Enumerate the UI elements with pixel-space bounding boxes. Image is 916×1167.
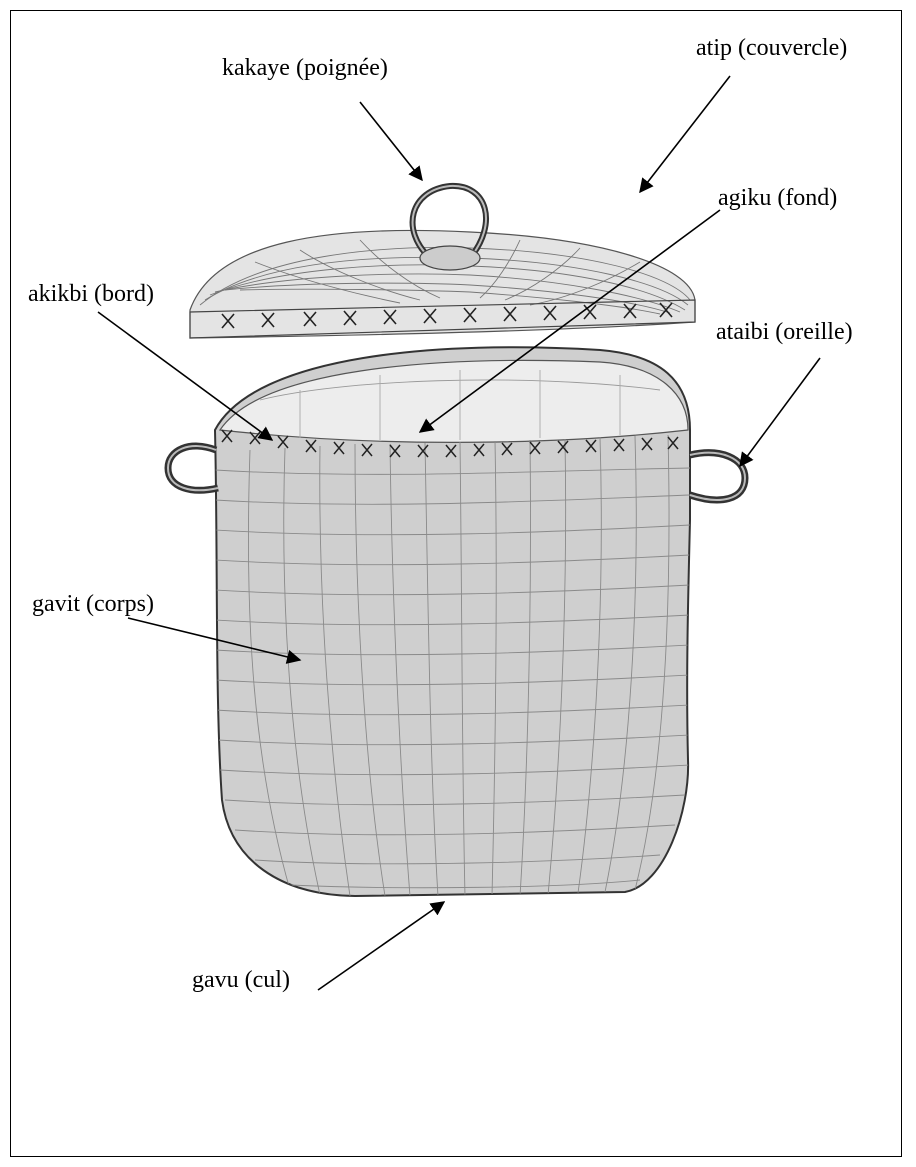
label-ear: ataibi (oreille) (716, 320, 853, 344)
arrow-ear (740, 358, 820, 466)
arrow-lid (640, 76, 730, 192)
label-handle: kakaye (poignée) (222, 56, 388, 80)
label-lid: atip (couvercle) (696, 36, 847, 60)
label-body: gavit (corps) (32, 592, 154, 616)
arrow-handle (360, 102, 422, 180)
lid-drawing (190, 186, 695, 338)
basket-body-drawing (168, 347, 745, 896)
label-base: gavu (cul) (192, 968, 290, 992)
label-bottom-inside: agiku (fond) (718, 186, 837, 210)
arrow-base (318, 902, 444, 990)
label-rim: akikbi (bord) (28, 282, 154, 306)
